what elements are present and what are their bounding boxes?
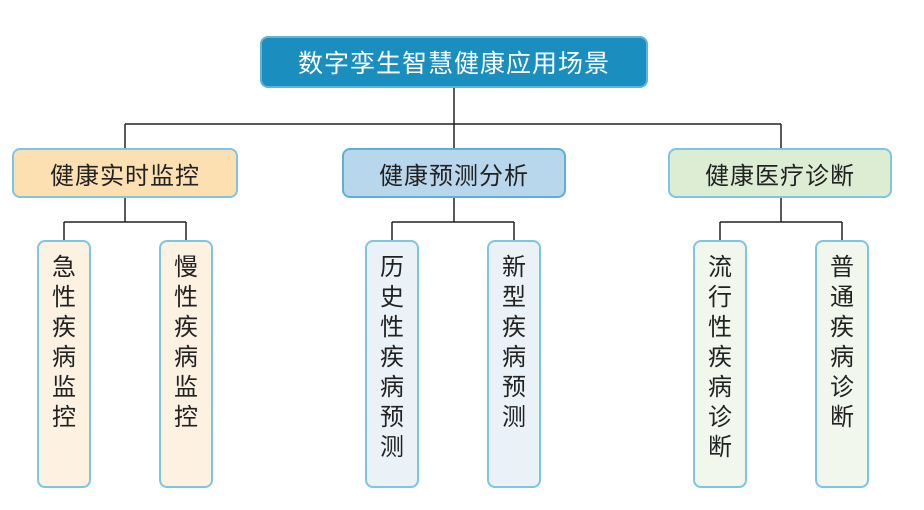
leaf-node-acute-monitoring: 急性疾病监控 — [37, 240, 91, 488]
leaf-node-label: 新型疾病预测 — [502, 253, 526, 431]
category-node-prediction-analysis: 健康预测分析 — [342, 148, 566, 198]
root-node-label: 数字孪生智慧健康应用场景 — [297, 49, 610, 78]
category-node-label: 健康医疗诊断 — [705, 161, 855, 190]
category-node-medical-diagnosis: 健康医疗诊断 — [668, 148, 892, 198]
category-node-realtime-monitoring: 健康实时监控 — [12, 148, 238, 198]
leaf-node-label: 普通疾病诊断 — [830, 253, 854, 431]
leaf-node-label: 流行性疾病诊断 — [708, 253, 732, 461]
leaf-node-chronic-monitoring: 慢性疾病监控 — [159, 240, 213, 488]
leaf-node-label: 慢性疾病监控 — [174, 253, 198, 431]
leaf-node-epidemic-diagnosis: 流行性疾病诊断 — [693, 240, 747, 488]
leaf-node-label: 急性疾病监控 — [52, 253, 76, 431]
root-node: 数字孪生智慧健康应用场景 — [260, 36, 648, 88]
leaf-node-label: 历史性疾病预测 — [380, 253, 404, 461]
leaf-node-new-disease-prediction: 新型疾病预测 — [487, 240, 541, 488]
category-node-label: 健康实时监控 — [50, 161, 200, 190]
leaf-node-common-diagnosis: 普通疾病诊断 — [815, 240, 869, 488]
category-node-label: 健康预测分析 — [379, 161, 529, 190]
leaf-node-historical-prediction: 历史性疾病预测 — [365, 240, 419, 488]
